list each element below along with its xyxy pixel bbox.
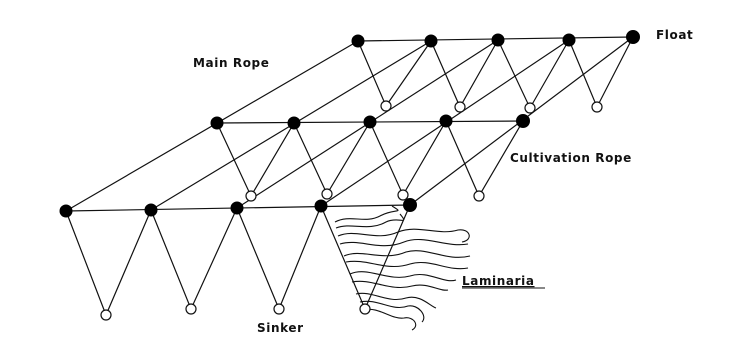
sinker-ropes (65, 36, 634, 317)
sinker-icon (359, 303, 371, 315)
main-ropes (65, 36, 634, 212)
sinker-icon (591, 101, 603, 113)
float-label: Float (656, 28, 693, 42)
float-icon (144, 203, 158, 217)
sinker-icon (454, 101, 466, 113)
float-icon (439, 114, 453, 128)
sinker-icon (273, 303, 285, 315)
float-icon (351, 34, 365, 48)
floats (59, 30, 640, 218)
float-icon (230, 201, 244, 215)
float-icon (363, 115, 377, 129)
float-icon (491, 33, 505, 47)
float-icon (59, 204, 73, 218)
float-icon (314, 199, 328, 213)
sinker-icon (473, 190, 485, 202)
sinker-icon (100, 309, 112, 321)
sinker-icon (397, 189, 409, 201)
laminaria-kelp (334, 205, 471, 331)
float-icon (626, 30, 640, 44)
cultivation-ropes (65, 36, 634, 212)
sinkers (100, 100, 603, 321)
float-icon (516, 114, 530, 128)
sinker-icon (245, 190, 257, 202)
sinker-icon (524, 102, 536, 114)
float-icon (562, 33, 576, 47)
sinker-icon (380, 100, 392, 112)
float-icon (424, 34, 438, 48)
main-rope-label: Main Rope (193, 56, 270, 70)
float-icon (403, 198, 417, 212)
float-icon (210, 116, 224, 130)
sinker-label: Sinker (257, 321, 304, 335)
sinker-icon (321, 188, 333, 200)
sinker-icon (185, 303, 197, 315)
float-icon (287, 116, 301, 130)
cultivation-rope-label: Cultivation Rope (510, 151, 632, 165)
laminaria-label: Laminaria (462, 274, 535, 288)
